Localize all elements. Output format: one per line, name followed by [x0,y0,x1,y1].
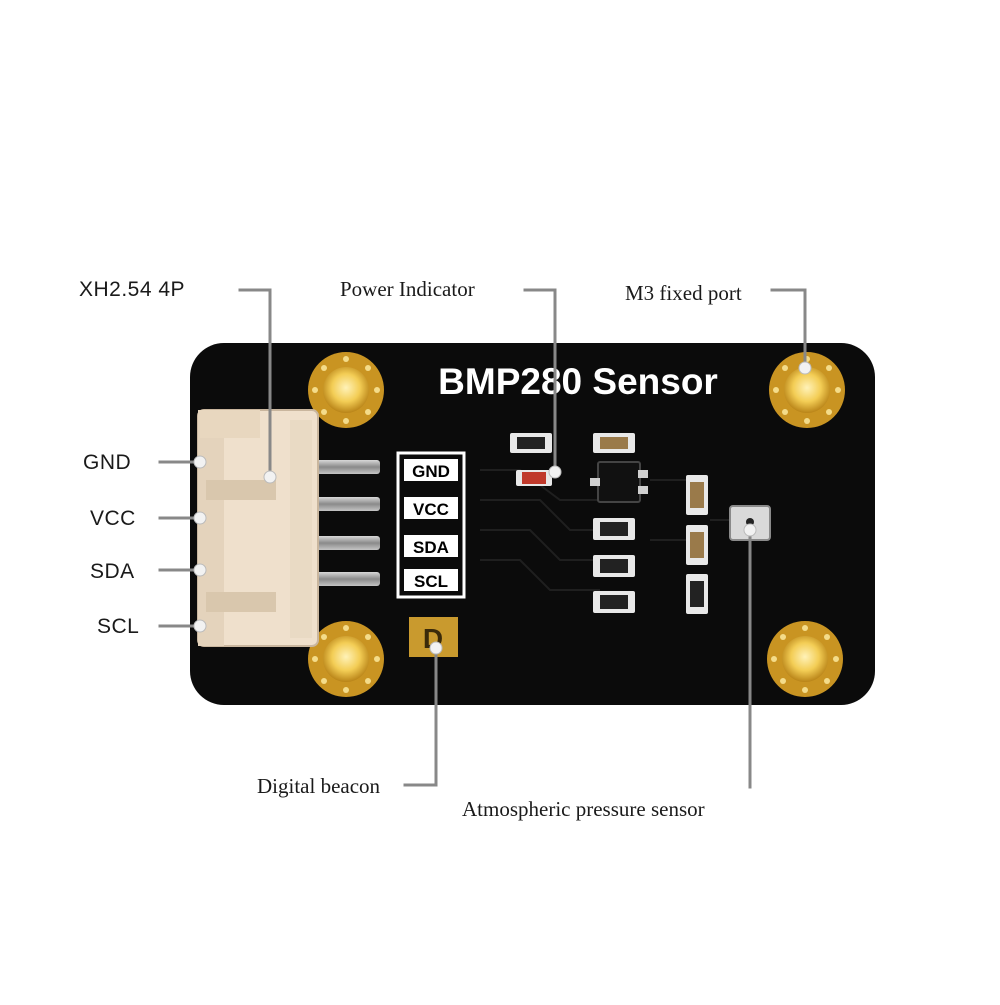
callout-connector: XH2.54 4P [79,278,186,301]
mount-hole-top-right [769,352,845,428]
callout-power-indicator: Power Indicator [340,277,475,301]
leader-m3-port [770,288,807,372]
mount-hole-bottom-left [308,621,384,697]
callout-gnd: GND [83,451,132,474]
leader-connector [238,288,272,479]
mount-hole-bottom-right [767,621,843,697]
callout-scl: SCL [97,615,140,638]
leader-power-indicator [523,288,557,474]
callout-vcc: VCC [90,507,136,530]
mount-hole-vias [312,356,841,693]
xh-connector [197,409,319,647]
callout-pressure-sensor: Atmospheric pressure sensor [462,797,705,821]
smd-components [510,433,771,614]
callout-sda: SDA [90,560,135,583]
leader-lines [158,288,807,789]
board-title: BMP280 Sensor [438,361,718,402]
mount-hole-top-left [308,352,384,428]
pin-label-box: GND VCC SDA SCL [396,451,466,599]
callout-m3-port: M3 fixed port [625,281,742,305]
callout-digital-beacon: Digital beacon [257,774,381,798]
header-pins [300,460,380,586]
leader-digital-beacon [403,646,438,787]
board-pin-sda: SDA [413,538,449,557]
board-pin-gnd: GND [412,462,450,481]
leader-dots [193,361,812,655]
board-pin-vcc: VCC [413,500,449,519]
board-pin-scl: SCL [414,572,448,591]
pcb-board [190,343,875,705]
